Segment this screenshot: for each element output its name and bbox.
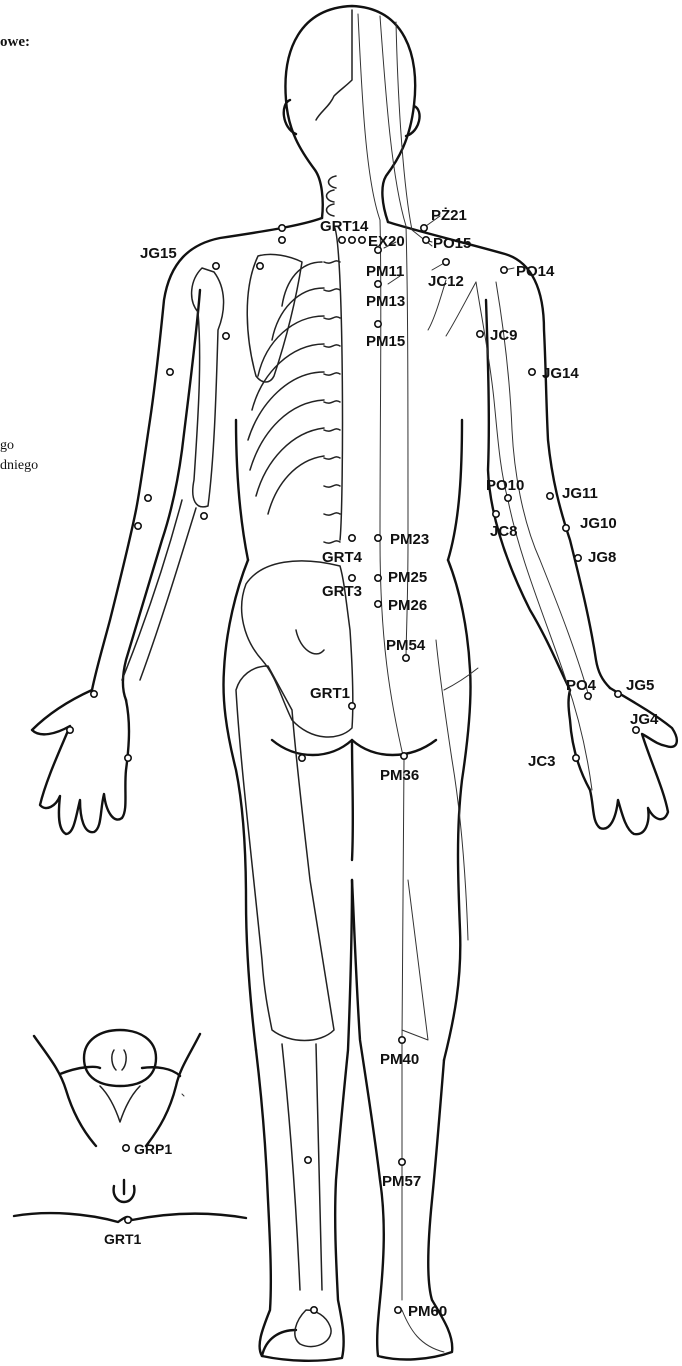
point-marker (339, 237, 345, 243)
label-pz21: PŻ21 (431, 207, 467, 224)
point-marker (91, 691, 97, 697)
point-marker (213, 263, 219, 269)
label-jg4: JG4 (630, 711, 659, 728)
label-pm40: PM40 (380, 1051, 419, 1068)
label-po4: PO4 (566, 677, 597, 694)
label-po15: PO15 (433, 235, 471, 252)
point-marker (529, 369, 535, 375)
point-marker (399, 1159, 405, 1165)
label-pm26: PM26 (388, 597, 427, 614)
point-marker (563, 525, 569, 531)
point-marker (477, 331, 483, 337)
label-jc12: JC12 (428, 273, 464, 290)
label-grt4: GRT4 (322, 549, 363, 566)
label-jg10: JG10 (580, 515, 617, 532)
label-po14: PO14 (516, 263, 555, 280)
point-marker (349, 535, 355, 541)
point-marker (403, 655, 409, 661)
point-marker (443, 259, 449, 265)
grt1-inset-marker (125, 1217, 131, 1223)
label-pm60: PM60 (408, 1303, 447, 1320)
point-marker (401, 753, 407, 759)
point-marker (279, 237, 285, 243)
point-marker (375, 575, 381, 581)
point-marker (399, 1037, 405, 1043)
label-pm15: PM15 (366, 333, 405, 350)
point-marker (349, 575, 355, 581)
point-marker (575, 555, 581, 561)
label-jc8: JC8 (490, 523, 518, 540)
label-pm13: PM13 (366, 293, 405, 310)
point-marker (299, 755, 305, 761)
point-marker (421, 225, 427, 231)
point-marker (125, 755, 131, 761)
label-po10: PO10 (486, 477, 524, 494)
point-marker (493, 511, 499, 517)
point-marker (349, 703, 355, 709)
anus-symbol (114, 1180, 135, 1202)
point-marker (305, 1157, 311, 1163)
label-pm36: PM36 (380, 767, 419, 784)
label-jg14: JG14 (542, 365, 579, 382)
acupoint-labels: PŻ21 GRT14 EX20 PO15 JG15 PM11 JC12 PO14… (140, 207, 659, 1320)
point-marker (395, 1307, 401, 1313)
label-jg15: JG15 (140, 245, 177, 262)
point-marker (375, 321, 381, 327)
point-marker (311, 1307, 317, 1313)
perineum-inset: GRP1 GRT1 (14, 1030, 246, 1247)
label-pm57: PM57 (382, 1173, 421, 1190)
inset-label-grp1: GRP1 (134, 1141, 172, 1157)
point-marker (573, 755, 579, 761)
point-marker (423, 237, 429, 243)
label-grt3: GRT3 (322, 583, 362, 600)
label-jg11: JG11 (562, 485, 598, 502)
point-marker (359, 237, 365, 243)
point-marker (505, 495, 511, 501)
point-marker (375, 601, 381, 607)
point-marker (375, 281, 381, 287)
point-marker (615, 691, 621, 697)
label-pm11: PM11 (366, 263, 404, 280)
label-grt1: GRT1 (310, 685, 350, 702)
point-marker (201, 513, 207, 519)
point-marker (279, 225, 285, 231)
point-marker (223, 333, 229, 339)
point-marker (67, 727, 73, 733)
label-jc3: JC3 (528, 753, 556, 770)
point-marker (547, 493, 553, 499)
point-marker (135, 523, 141, 529)
grp1-marker (123, 1145, 129, 1151)
label-pm54: PM54 (386, 637, 426, 654)
point-marker (501, 267, 507, 273)
label-pm23: PM23 (390, 531, 429, 548)
label-grt14: GRT14 (320, 218, 369, 235)
meridian-lines (358, 14, 592, 1352)
label-pm25: PM25 (388, 569, 427, 586)
point-marker (257, 263, 263, 269)
point-marker (167, 369, 173, 375)
label-ex20: EX20 (368, 233, 405, 250)
label-jg8: JG8 (588, 549, 616, 566)
label-jc9: JC9 (490, 327, 518, 344)
point-marker (375, 535, 381, 541)
label-jg5: JG5 (626, 677, 654, 694)
inset-label-grt1: GRT1 (104, 1231, 142, 1247)
point-marker (145, 495, 151, 501)
point-marker (349, 237, 355, 243)
